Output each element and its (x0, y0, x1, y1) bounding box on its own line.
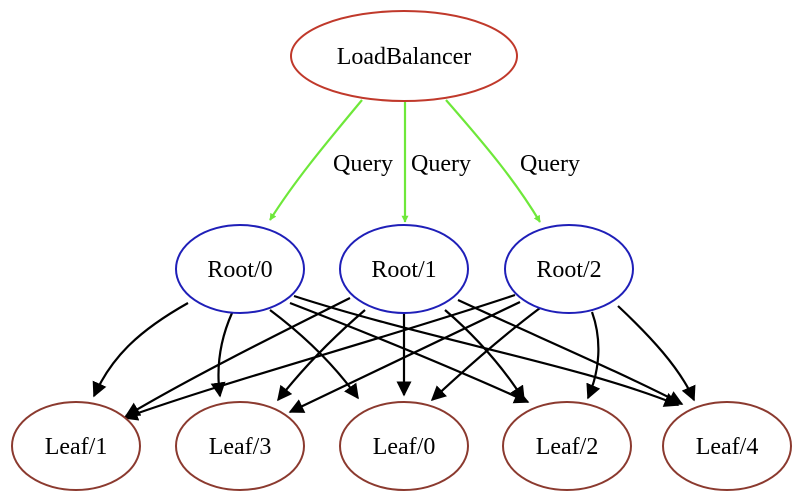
node-root1[interactable]: Root/1 (339, 224, 469, 314)
node-leaf3-label: Leaf/3 (209, 434, 272, 460)
node-root0-label: Root/0 (207, 257, 272, 283)
node-leaf2-label: Leaf/2 (536, 434, 599, 460)
edge-root1-leaf4 (457, 299, 684, 405)
node-leaf0-label: Leaf/0 (373, 434, 436, 460)
fanout-edges (92, 293, 696, 421)
edge-root1-leaf2 (444, 309, 525, 402)
node-leaf4-label: Leaf/4 (696, 434, 759, 460)
query-edges: Query Query Query (269, 99, 580, 223)
edge-loadbalancer-root0 (269, 99, 363, 221)
node-leaf4-shape (662, 401, 792, 491)
node-loadbalancer-shape (290, 10, 518, 102)
edge-label-query-root1: Query (411, 151, 471, 177)
node-root0[interactable]: Root/0 (175, 224, 305, 314)
edge-root0-leaf4 (293, 294, 680, 407)
node-loadbalancer[interactable]: LoadBalancer (290, 10, 518, 102)
node-loadbalancer-label: LoadBalancer (337, 44, 472, 70)
edge-root2-leaf3 (288, 301, 521, 413)
node-leaf0[interactable]: Leaf/0 (339, 401, 469, 491)
node-leaf1[interactable]: Leaf/1 (11, 401, 141, 491)
edge-root2-leaf4 (617, 305, 696, 402)
node-leaf3[interactable]: Leaf/3 (175, 401, 305, 491)
node-leaf4[interactable]: Leaf/4 (662, 401, 792, 491)
edge-root2-leaf1 (122, 293, 516, 421)
edge-root2-leaf0 (430, 307, 541, 402)
node-leaf1-shape (11, 401, 141, 491)
edge-root0-leaf2 (289, 301, 530, 404)
node-leaf0-shape (339, 401, 469, 491)
edge-label-query-root0: Query (333, 151, 393, 177)
edge-root0-leaf1 (92, 302, 189, 398)
edge-label-query-root2: Query (520, 151, 580, 177)
edge-root1-leaf1 (124, 297, 351, 417)
node-root2-label: Root/2 (536, 257, 601, 283)
node-root2-shape (504, 224, 634, 314)
node-leaf2[interactable]: Leaf/2 (502, 401, 632, 491)
node-root1-shape (339, 224, 469, 314)
node-root2[interactable]: Root/2 (504, 224, 634, 314)
node-leaf2-shape (502, 401, 632, 491)
edge-loadbalancer-root2 (445, 99, 541, 223)
edge-root2-leaf2 (586, 311, 601, 400)
node-leaf3-shape (175, 401, 305, 491)
node-leaf1-label: Leaf/1 (45, 434, 108, 460)
node-root0-shape (175, 224, 305, 314)
node-root1-label: Root/1 (371, 257, 436, 283)
